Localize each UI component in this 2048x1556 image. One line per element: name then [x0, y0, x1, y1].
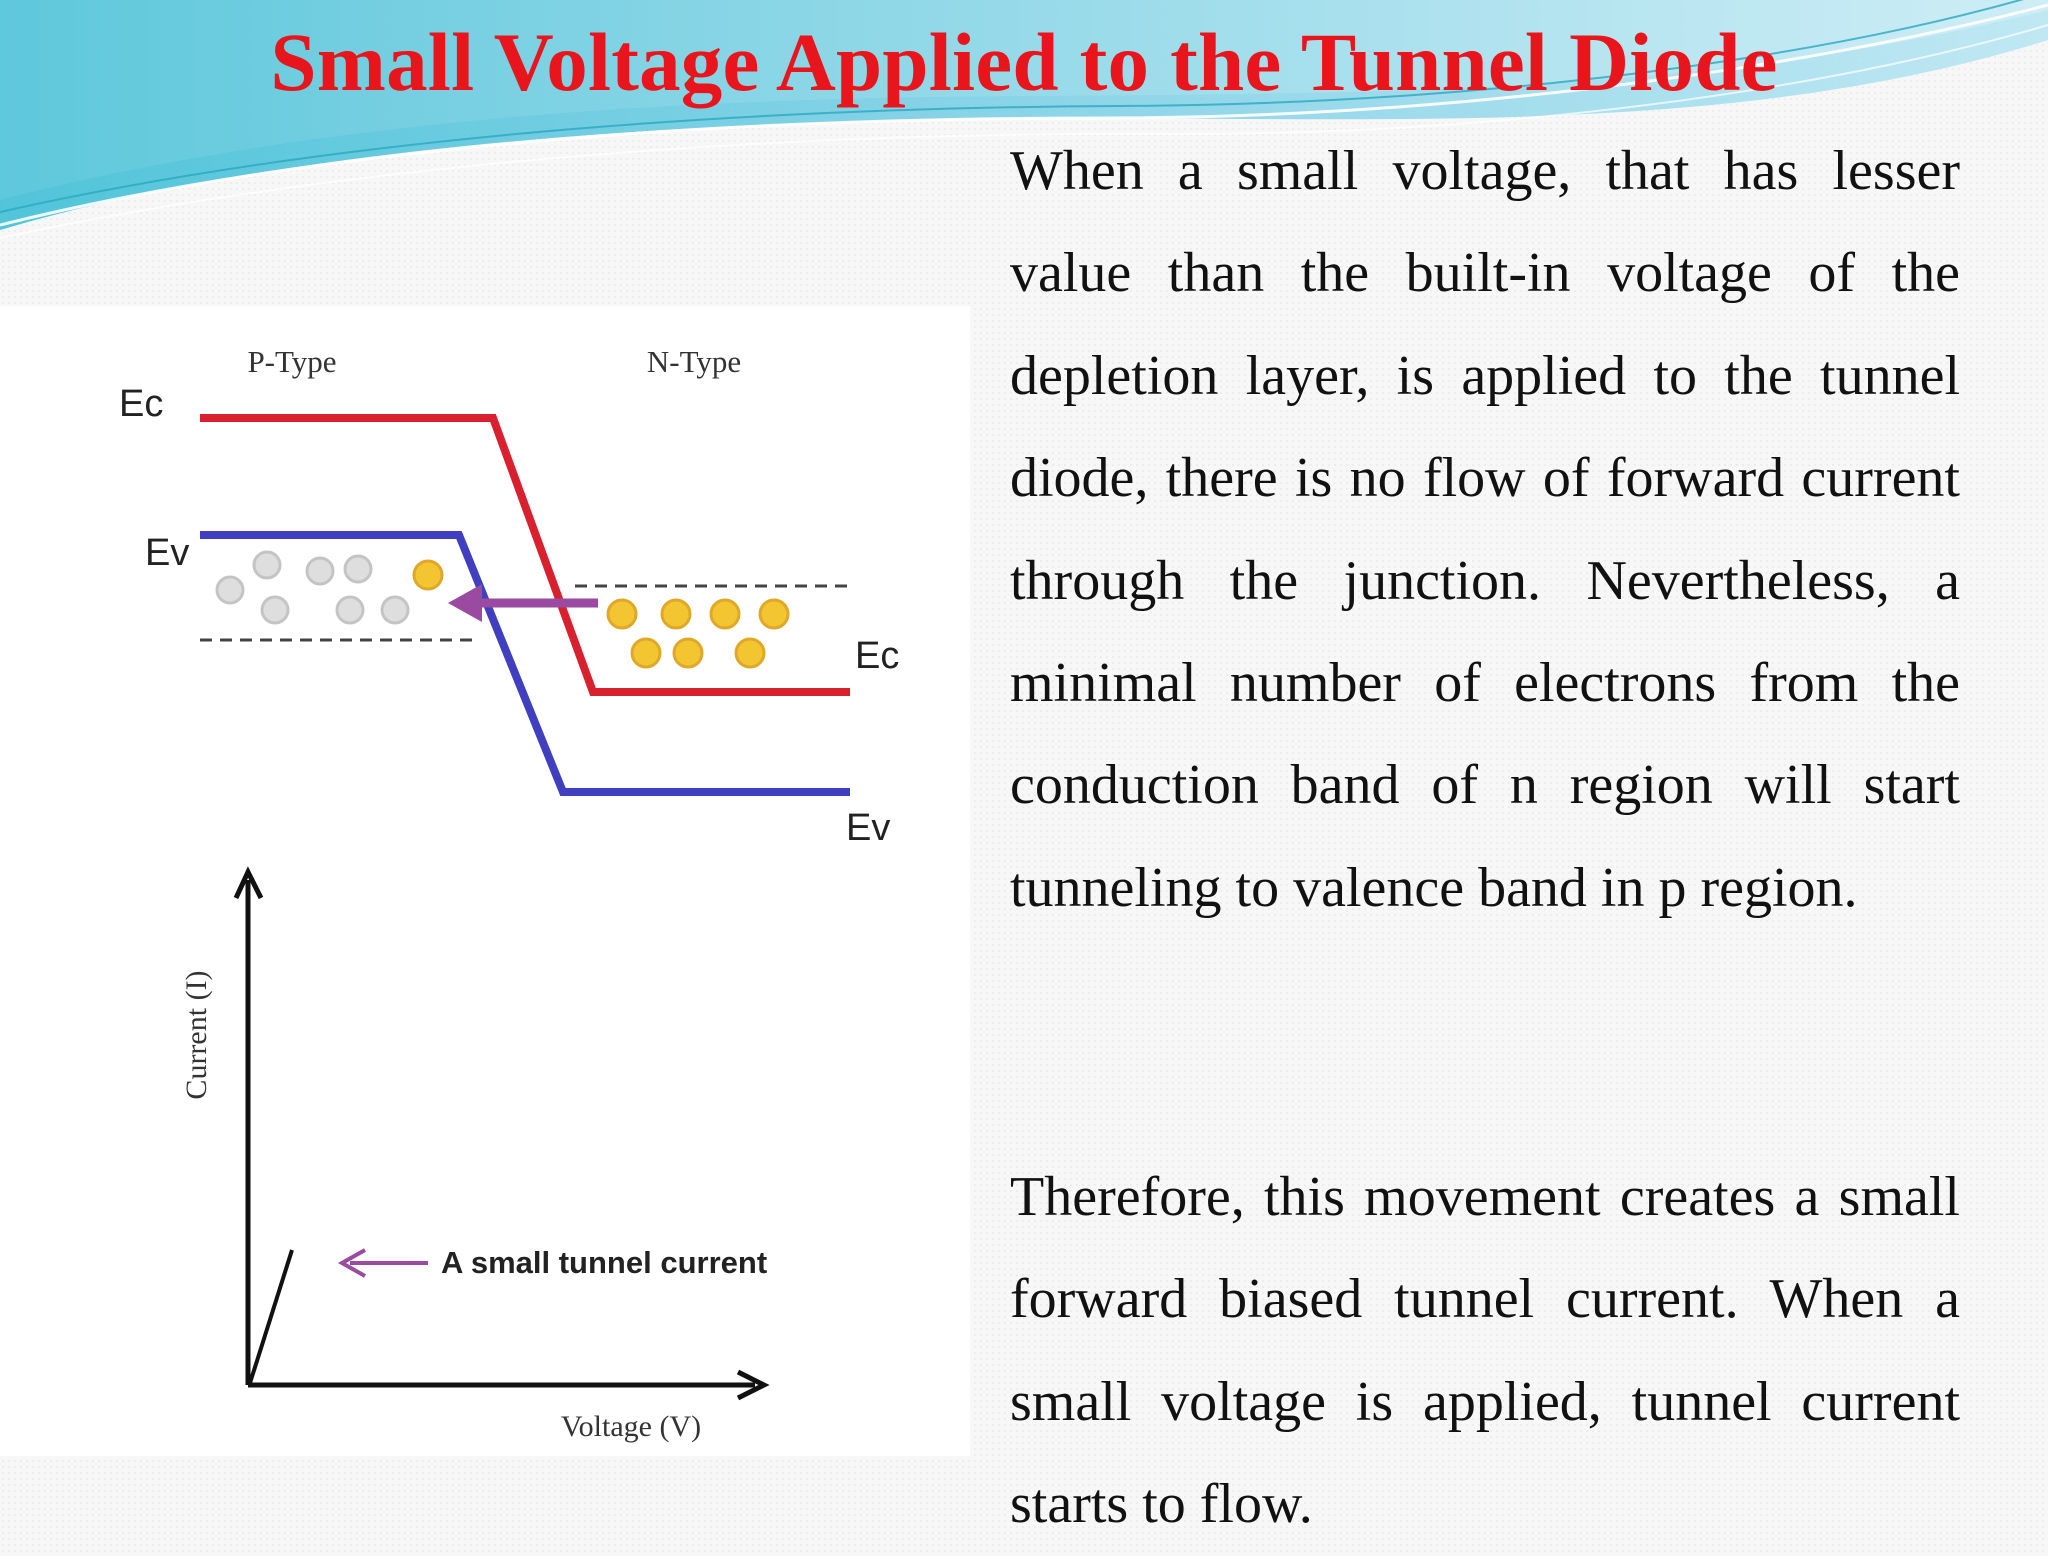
y-axis-label: Current (I): [180, 970, 213, 1099]
electron: [660, 598, 692, 630]
electron: [672, 637, 704, 669]
electron: [630, 637, 662, 669]
electron: [758, 598, 790, 630]
tunneled-electron: [412, 559, 444, 591]
diagram-panel: P-Type N-Type Ec Ev Ec Ev: [0, 306, 970, 1456]
tunnel-diode-diagram: P-Type N-Type Ec Ev Ec Ev: [119, 344, 899, 1443]
energy-band-diagram: P-Type N-Type Ec Ev Ec Ev: [119, 344, 899, 849]
ev-right-label: Ev: [846, 807, 890, 849]
iv-graph: Current (I) Voltage (V) A small tunnel c…: [180, 866, 770, 1443]
electron: [709, 598, 741, 630]
x-axis-arrowhead: [736, 1369, 770, 1401]
tunnel-current-annotation: A small tunnel current: [441, 1245, 767, 1280]
ec-right-label: Ec: [855, 635, 899, 677]
slide-title: Small Voltage Applied to the Tunnel Diod…: [270, 16, 1778, 108]
x-axis-label: Voltage (V): [561, 1410, 701, 1443]
ec-left-label: Ec: [119, 383, 163, 425]
tunneling-arrow: [448, 584, 598, 622]
body-paragraph-2: Therefore, this movement creates a small…: [1010, 1166, 1960, 1536]
hole: [252, 550, 282, 580]
hole: [335, 595, 365, 625]
electrons-group: [606, 598, 790, 669]
hole: [260, 595, 290, 625]
ev-left-label: Ev: [145, 532, 189, 574]
hole: [305, 556, 335, 586]
hole: [380, 595, 410, 625]
n-type-label: N-Type: [647, 344, 741, 379]
tunnel-current-curve: [248, 1249, 294, 1384]
annotation-arrow: [337, 1248, 428, 1278]
y-axis-arrowhead: [233, 866, 264, 900]
electron: [606, 598, 638, 630]
hole: [215, 575, 245, 605]
p-type-label: P-Type: [247, 344, 336, 379]
hole: [343, 554, 373, 584]
holes-group: [215, 550, 410, 625]
header-wave-banner: [0, 0, 2048, 239]
conduction-band-line: [200, 414, 850, 696]
body-paragraph-1: When a small voltage, that has lesser va…: [1010, 140, 1960, 919]
valence-band-line: [200, 531, 850, 796]
electron: [734, 637, 766, 669]
